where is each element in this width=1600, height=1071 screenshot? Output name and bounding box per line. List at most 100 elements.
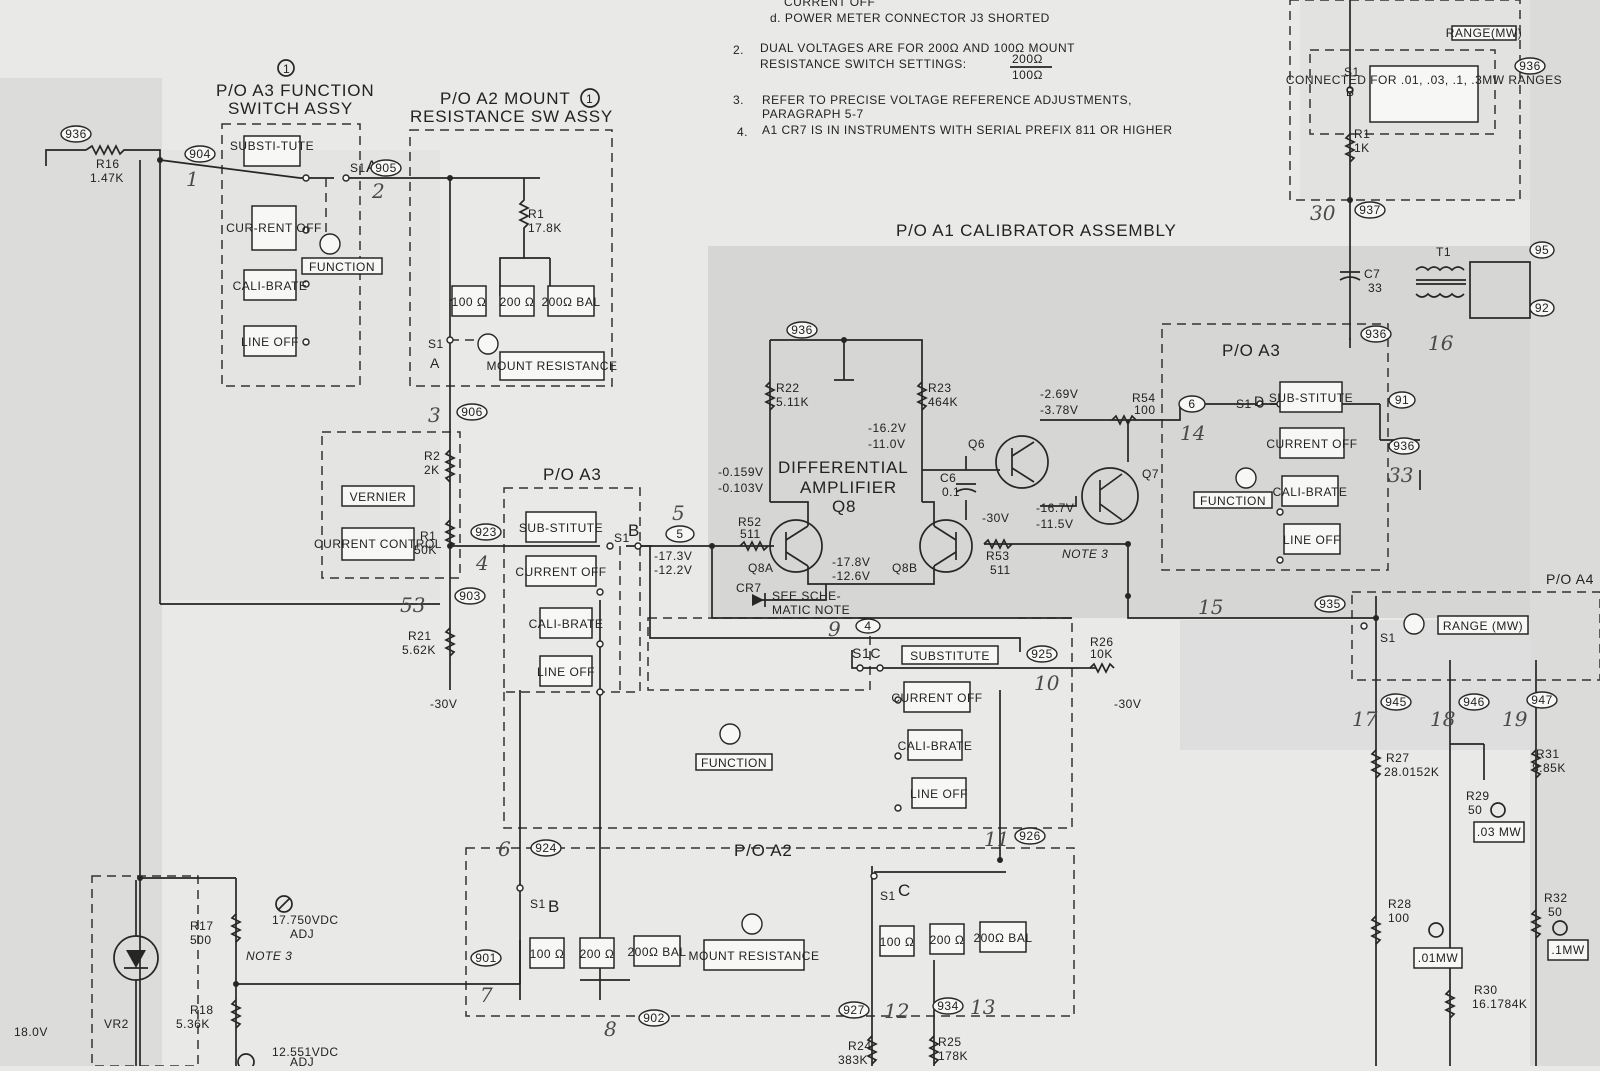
wire-937: 937	[1359, 203, 1381, 217]
box-03-mw: .03 MW	[1477, 825, 1522, 839]
switch-s1b-mid-letter: B	[628, 521, 640, 540]
title-a2-mount-2: RESISTANCE SW ASSY	[410, 107, 613, 126]
label-r28: R28	[1388, 897, 1412, 911]
wire-936-a: 936	[65, 127, 87, 141]
note-2-line1: DUAL VOLTAGES ARE FOR 200Ω AND 100Ω MOUN…	[760, 41, 1075, 55]
hand-8: 8	[604, 1017, 617, 1041]
voltage-167: -16.7V	[1036, 501, 1074, 515]
hand-6: 6	[498, 837, 511, 861]
hand-7: 7	[480, 983, 493, 1007]
box-calibrate-b: CALI-BRATE	[529, 617, 604, 631]
label-q8b: Q8B	[892, 561, 918, 575]
wire-935: 935	[1319, 597, 1341, 611]
revision-circle-1-text: 1	[283, 62, 290, 76]
label-r31-value: 8.85K	[1532, 761, 1566, 775]
note-4-line1: A1 CR7 IS IN INSTRUMENTS WITH SERIAL PRE…	[762, 123, 1173, 137]
box-line-off-d: LINE OFF	[1283, 533, 1341, 547]
title-po-a3-mid: P/O A3	[543, 465, 602, 484]
label-c7: C7	[1364, 267, 1380, 281]
revision-circle-2	[580, 88, 600, 108]
hand-16: 16	[1428, 331, 1454, 355]
title-po-a2-bottom: P/O A2	[734, 841, 793, 860]
wire-902: 902	[643, 1011, 665, 1025]
switch-s1-top: S1	[1344, 65, 1360, 79]
label-r27: R27	[1386, 751, 1410, 765]
label-r1a: R1	[528, 207, 544, 221]
wire-947: 947	[1531, 693, 1553, 707]
hand-13: 13	[970, 995, 995, 1019]
wire-945: 945	[1385, 695, 1407, 709]
switch-s1a-mid-letter: A	[430, 355, 440, 371]
box-100-ohm-c: 100 Ω	[880, 935, 915, 949]
box-100-ohm-b: 100 Ω	[530, 947, 565, 961]
wire-903: 903	[459, 589, 481, 603]
label-r31: R31	[1536, 747, 1560, 761]
hand-11: 11	[984, 827, 1009, 851]
note3-label-a: NOTE 3	[246, 949, 292, 963]
box-100-ohm-a: 100 Ω	[452, 295, 487, 309]
hand-18: 18	[1430, 707, 1455, 731]
label-r29-value: 50	[1468, 803, 1482, 817]
label-see-note-1: SEE SCHE-	[772, 589, 841, 603]
adj1-voltage: 17.750VDC	[272, 913, 339, 927]
wire-5: 5	[676, 527, 683, 541]
label-c6: C6	[940, 471, 956, 485]
wire-934: 934	[937, 999, 959, 1013]
title-a3-function-2: SWITCH ASSY	[228, 99, 353, 118]
section-titles: P/O A3 FUNCTION SWITCH ASSY P/O A2 MOUNT…	[216, 59, 1593, 860]
box-line-off-c: LINE OFF	[910, 787, 968, 801]
label-r23: R23	[928, 381, 952, 395]
wire-926: 926	[1019, 829, 1041, 843]
label-r53-value: 511	[990, 563, 1011, 577]
wire-901: 901	[475, 951, 497, 965]
label-r32-value: 50	[1548, 905, 1562, 919]
diff-amp-label-1: DIFFERENTIAL	[778, 458, 909, 477]
box-substitute-a: SUBSTI-TUTE	[230, 139, 314, 153]
wire-936-c: 936	[1365, 327, 1387, 341]
label-r54-value: 100	[1134, 403, 1156, 417]
transistor-q8b	[919, 519, 973, 573]
resistors	[230, 133, 1542, 1065]
voltage-labels: -30V -30V -30V -0.159V -0.103V -16.2V -1…	[237, 387, 1568, 1071]
switch-s1c-bot-letter: C	[898, 881, 911, 900]
label-r28-value: 100	[1388, 911, 1410, 925]
label-r54: R54	[1132, 391, 1156, 405]
label-q6: Q6	[968, 437, 985, 451]
switch-s1d-right: S1	[1236, 397, 1252, 411]
label-r22: R22	[776, 381, 800, 395]
label-r32: R32	[1544, 891, 1568, 905]
wire-925: 925	[1031, 647, 1053, 661]
label-r23-value: 464K	[928, 395, 958, 409]
hand-3: 3	[428, 403, 441, 427]
voltage-0103: -0.103V	[718, 481, 764, 495]
hand-9: 9	[828, 617, 841, 641]
label-c7-value: 33	[1368, 281, 1382, 295]
note-2-fraction-top: 200Ω	[1012, 52, 1043, 66]
voltage-378: -3.78V	[1040, 403, 1078, 417]
label-q8a: Q8A	[748, 561, 774, 575]
label-r22-value: 5.11K	[776, 395, 809, 409]
adj2-voltage: 12.551VDC	[272, 1045, 339, 1059]
box-1-mw: .1MW	[1551, 943, 1585, 957]
title-a3-function-1: P/O A3 FUNCTION	[216, 81, 374, 100]
transistor-q8a	[769, 519, 823, 573]
switch-s1c-bot: S1	[880, 889, 896, 903]
transistor-q6	[995, 435, 1049, 489]
box-200-ohm-bal-c: 200Ω BAL	[973, 931, 1032, 945]
switch-s1d-right-letter: D	[1254, 393, 1265, 409]
note-1d: d. POWER METER CONNECTOR J3 SHORTED	[770, 11, 1050, 25]
label-r1b-value: 50K	[414, 543, 437, 557]
voltage-neg30-c: -30V	[982, 511, 1009, 525]
switch-s1c-mid: S1C	[852, 645, 881, 661]
box-function-mid: FUNCTION	[701, 756, 767, 770]
hand-30: 30	[1310, 201, 1336, 225]
label-r30: R30	[1474, 983, 1498, 997]
label-r24-value: 383K	[838, 1053, 868, 1066]
box-mount-resistance-b: MOUNT RESISTANCE	[689, 949, 820, 963]
wire-946: 946	[1463, 695, 1485, 709]
voltage-162: -16.2V	[868, 421, 906, 435]
box-current-control: CURRENT CONTROL	[314, 537, 442, 551]
adjust-screw-icon-2	[237, 1053, 255, 1071]
adj1-label: ADJ	[290, 927, 314, 941]
